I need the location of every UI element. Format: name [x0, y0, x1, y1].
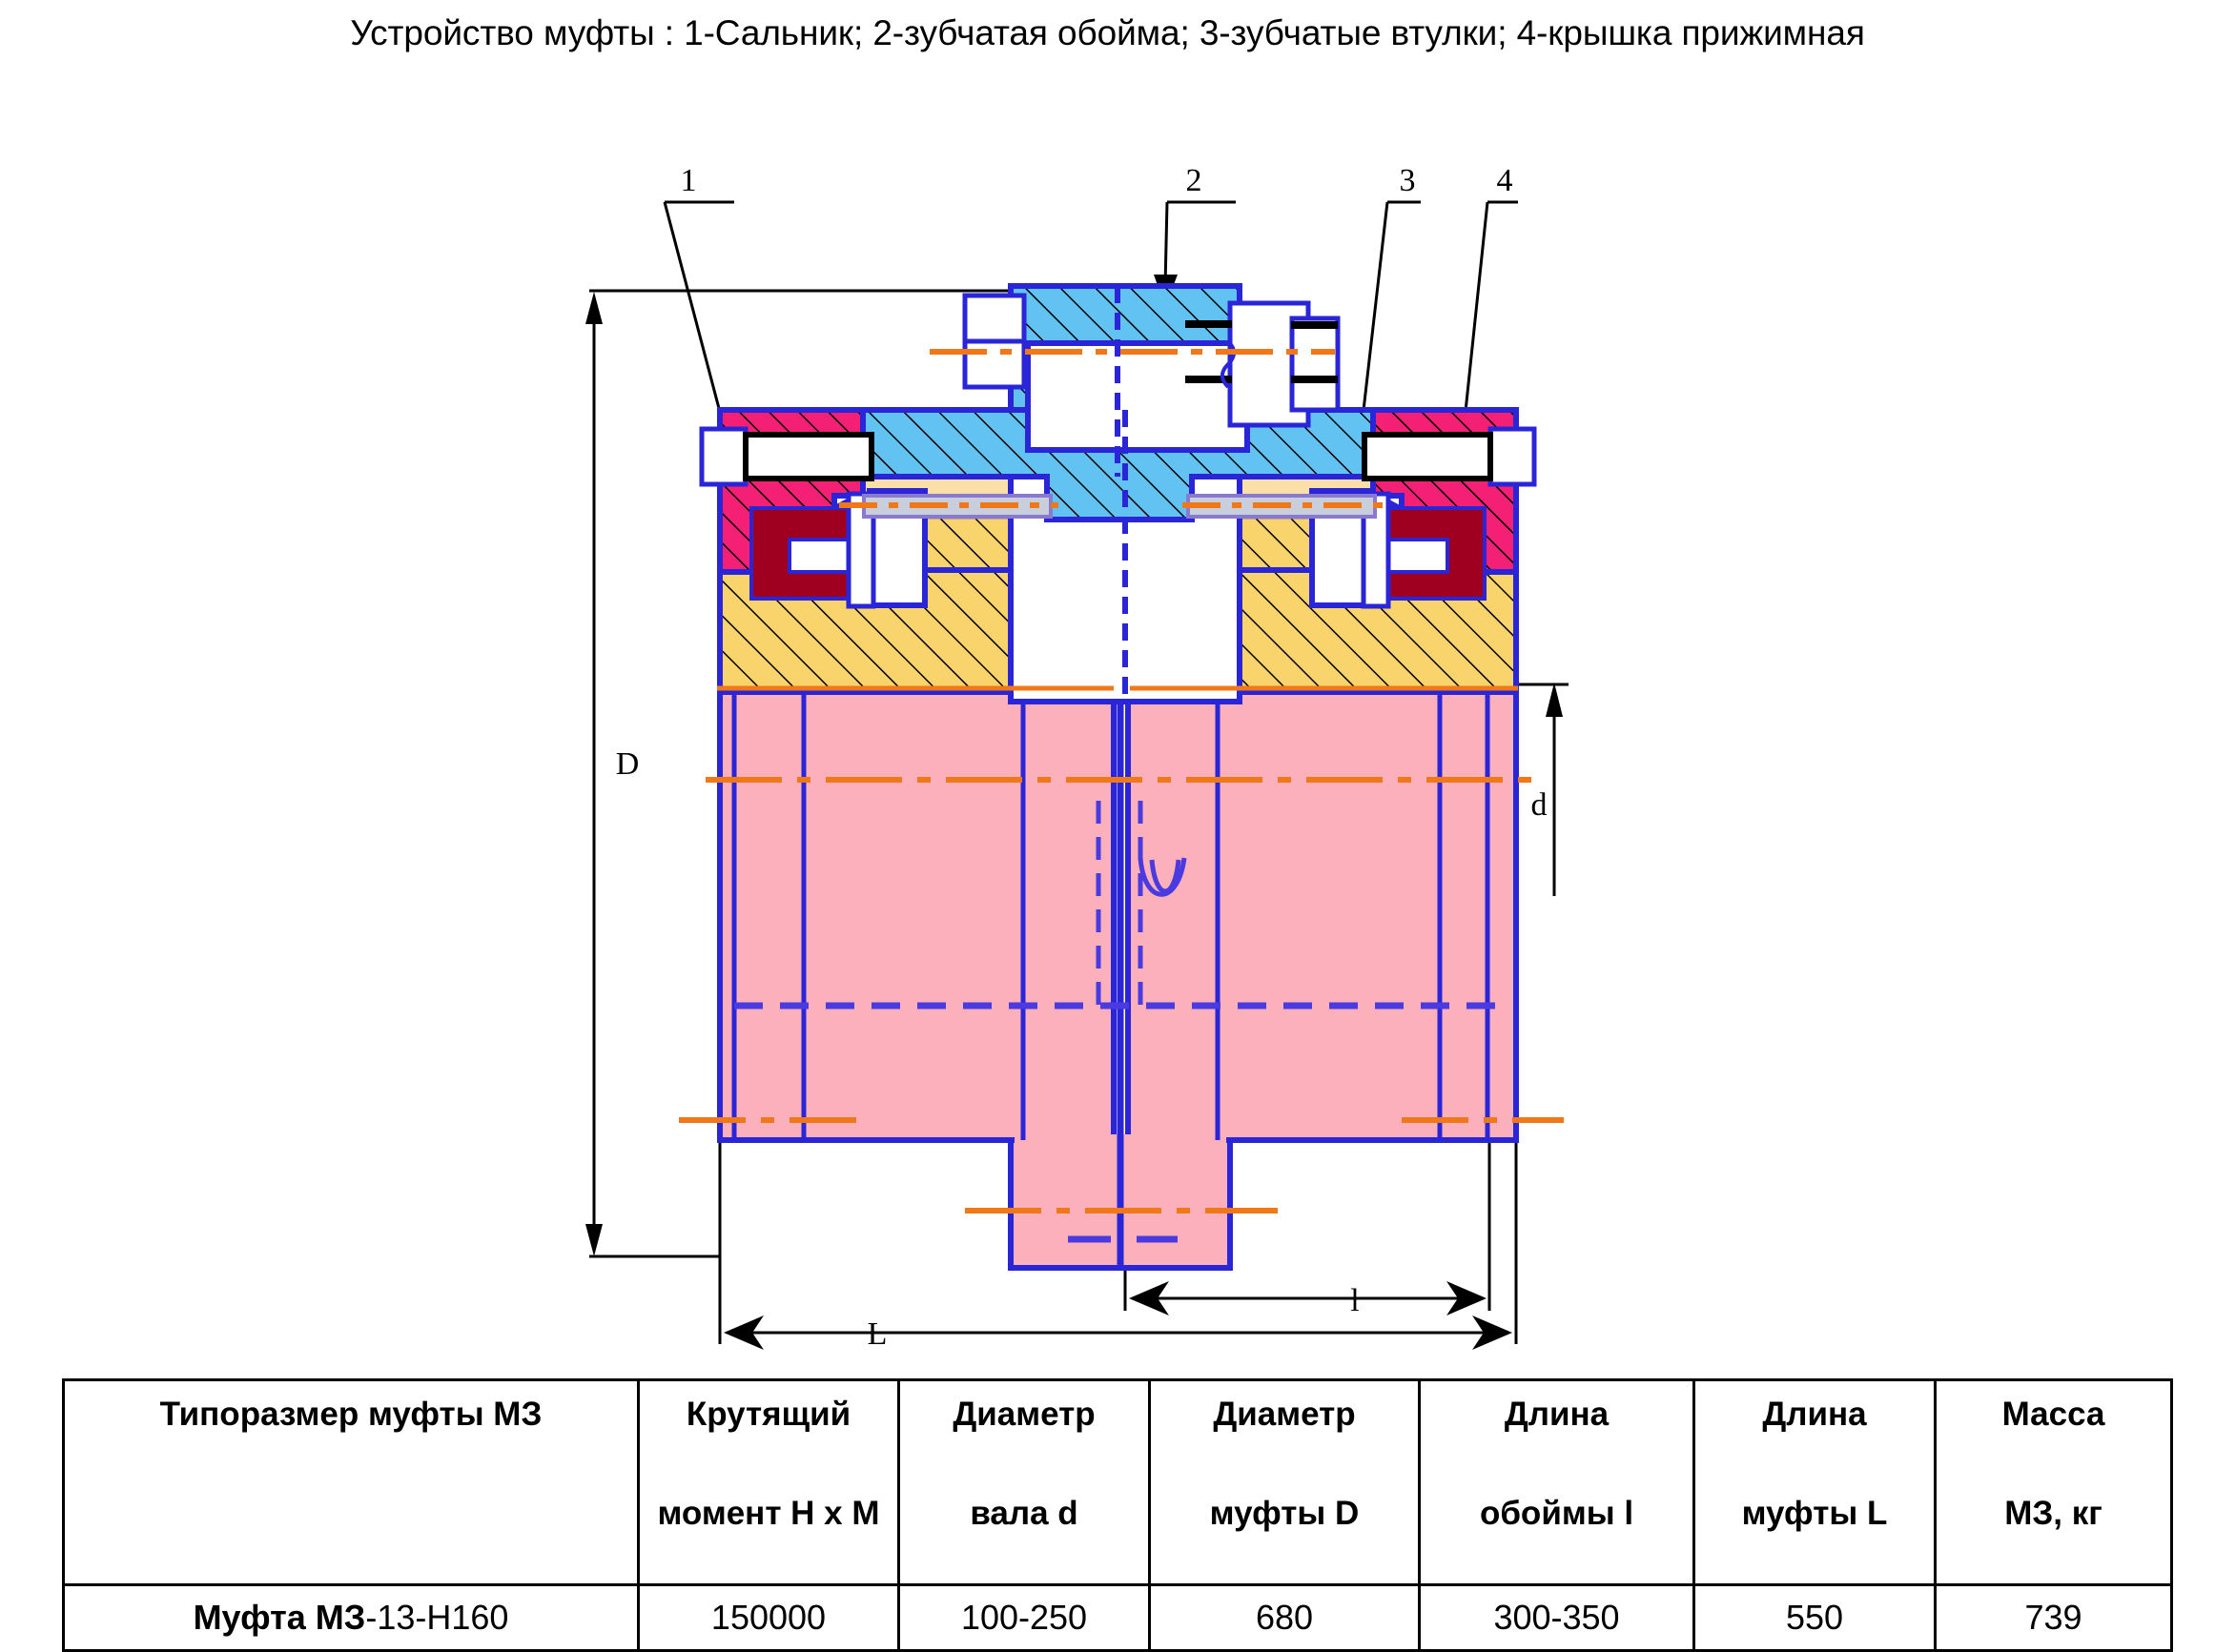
dimension-frame	[585, 289, 1569, 1350]
dim-label-D: D	[616, 746, 640, 782]
header-line2-mass: МЗ, кг	[2004, 1494, 2102, 1532]
callout-number-2: 2	[1186, 163, 1202, 198]
header-cell-shaft-diameter: Диаметр вала d	[897, 1378, 1151, 1586]
header-cell-torque: Крутящий момент Н х М	[637, 1378, 900, 1586]
gear-sleeve	[717, 283, 1519, 522]
dim-label-L: L	[868, 1316, 888, 1352]
header-line2-sleeve-length: обоймы l	[1479, 1494, 1634, 1532]
cell-model: Муфта МЗ-13-Н160	[62, 1583, 640, 1652]
cell-sleeve-length: 300-350	[1418, 1583, 1695, 1652]
header-cell-mass: Масса МЗ, кг	[1934, 1378, 2173, 1586]
header-line1-sleeve-length: Длина	[1504, 1396, 1610, 1433]
cell-model-bold: Муфта МЗ	[193, 1598, 366, 1637]
cover-bolts	[699, 426, 1537, 487]
header-line2-torque: момент Н х М	[657, 1494, 880, 1532]
header-line1-coupling-diameter: Диаметр	[1213, 1396, 1356, 1433]
header-line2-coupling-diameter: муфты D	[1209, 1494, 1360, 1532]
boss-bore	[1025, 340, 1250, 453]
centre-lines	[679, 349, 1564, 1214]
cell-shaft-diameter: 100-250	[897, 1583, 1151, 1652]
header-cell-sleeve-length: Длина обоймы l	[1418, 1378, 1695, 1586]
plug-nose	[1289, 316, 1341, 413]
specification-table: Типоразмер муфты МЗ Крутящий момент Н х …	[62, 1378, 2173, 1652]
page-title: Устройство муфты : 1-Сальник; 2-зубчатая…	[350, 13, 1865, 52]
header-line1-mass: Масса	[2001, 1396, 2105, 1433]
table-header-row: Типоразмер муфты МЗ Крутящий момент Н х …	[62, 1378, 2173, 1586]
hub-inner-edges	[731, 692, 1490, 1140]
callout-number-3: 3	[1400, 163, 1416, 198]
dimension-labels: D d L l	[616, 746, 1548, 1352]
callout-number-4: 4	[1497, 163, 1513, 198]
header-cell-coupling-diameter: Диаметр муфты D	[1148, 1378, 1421, 1586]
header-cell-coupling-length: Длина муфты L	[1692, 1378, 1937, 1586]
dim-label-d: d	[1531, 787, 1548, 823]
header-line2-shaft-diameter: вала d	[970, 1494, 1078, 1532]
grease-fitting	[962, 293, 1341, 428]
hub-right	[1125, 689, 1519, 1143]
header-cell-model: Типоразмер муфты МЗ	[62, 1378, 640, 1586]
technical-drawing: 1 2 3 4 D d L l	[585, 163, 1569, 1352]
bolt-shank-left	[743, 432, 874, 481]
header-line1-shaft-diameter: Диаметр	[953, 1396, 1096, 1433]
cell-mass: 739	[1934, 1583, 2173, 1652]
cell-model-rest: -13-Н160	[365, 1598, 509, 1637]
hub-left	[717, 689, 1117, 1143]
header-line1-model: Типоразмер муфты МЗ	[159, 1396, 543, 1433]
table-row: Муфта МЗ-13-Н160 150000 100-250 680 300-…	[62, 1583, 2173, 1652]
cell-coupling-diameter: 680	[1148, 1583, 1421, 1652]
header-line1-torque: Крутящий	[686, 1396, 851, 1433]
bolt-shank-right	[1362, 432, 1493, 481]
callout-number-1: 1	[681, 163, 697, 198]
bolt-head-right	[1487, 426, 1537, 487]
dim-label-l: l	[1350, 1283, 1359, 1318]
header-line2-coupling-length: муфты L	[1741, 1494, 1888, 1532]
header-line1-coupling-length: Длина	[1762, 1396, 1867, 1433]
cell-torque: 150000	[637, 1583, 900, 1652]
cell-coupling-length: 550	[1692, 1583, 1937, 1652]
callout-labels: 1 2 3 4	[681, 163, 1513, 198]
bolt-head-left	[699, 426, 749, 487]
header-line2-model	[65, 1434, 637, 1495]
